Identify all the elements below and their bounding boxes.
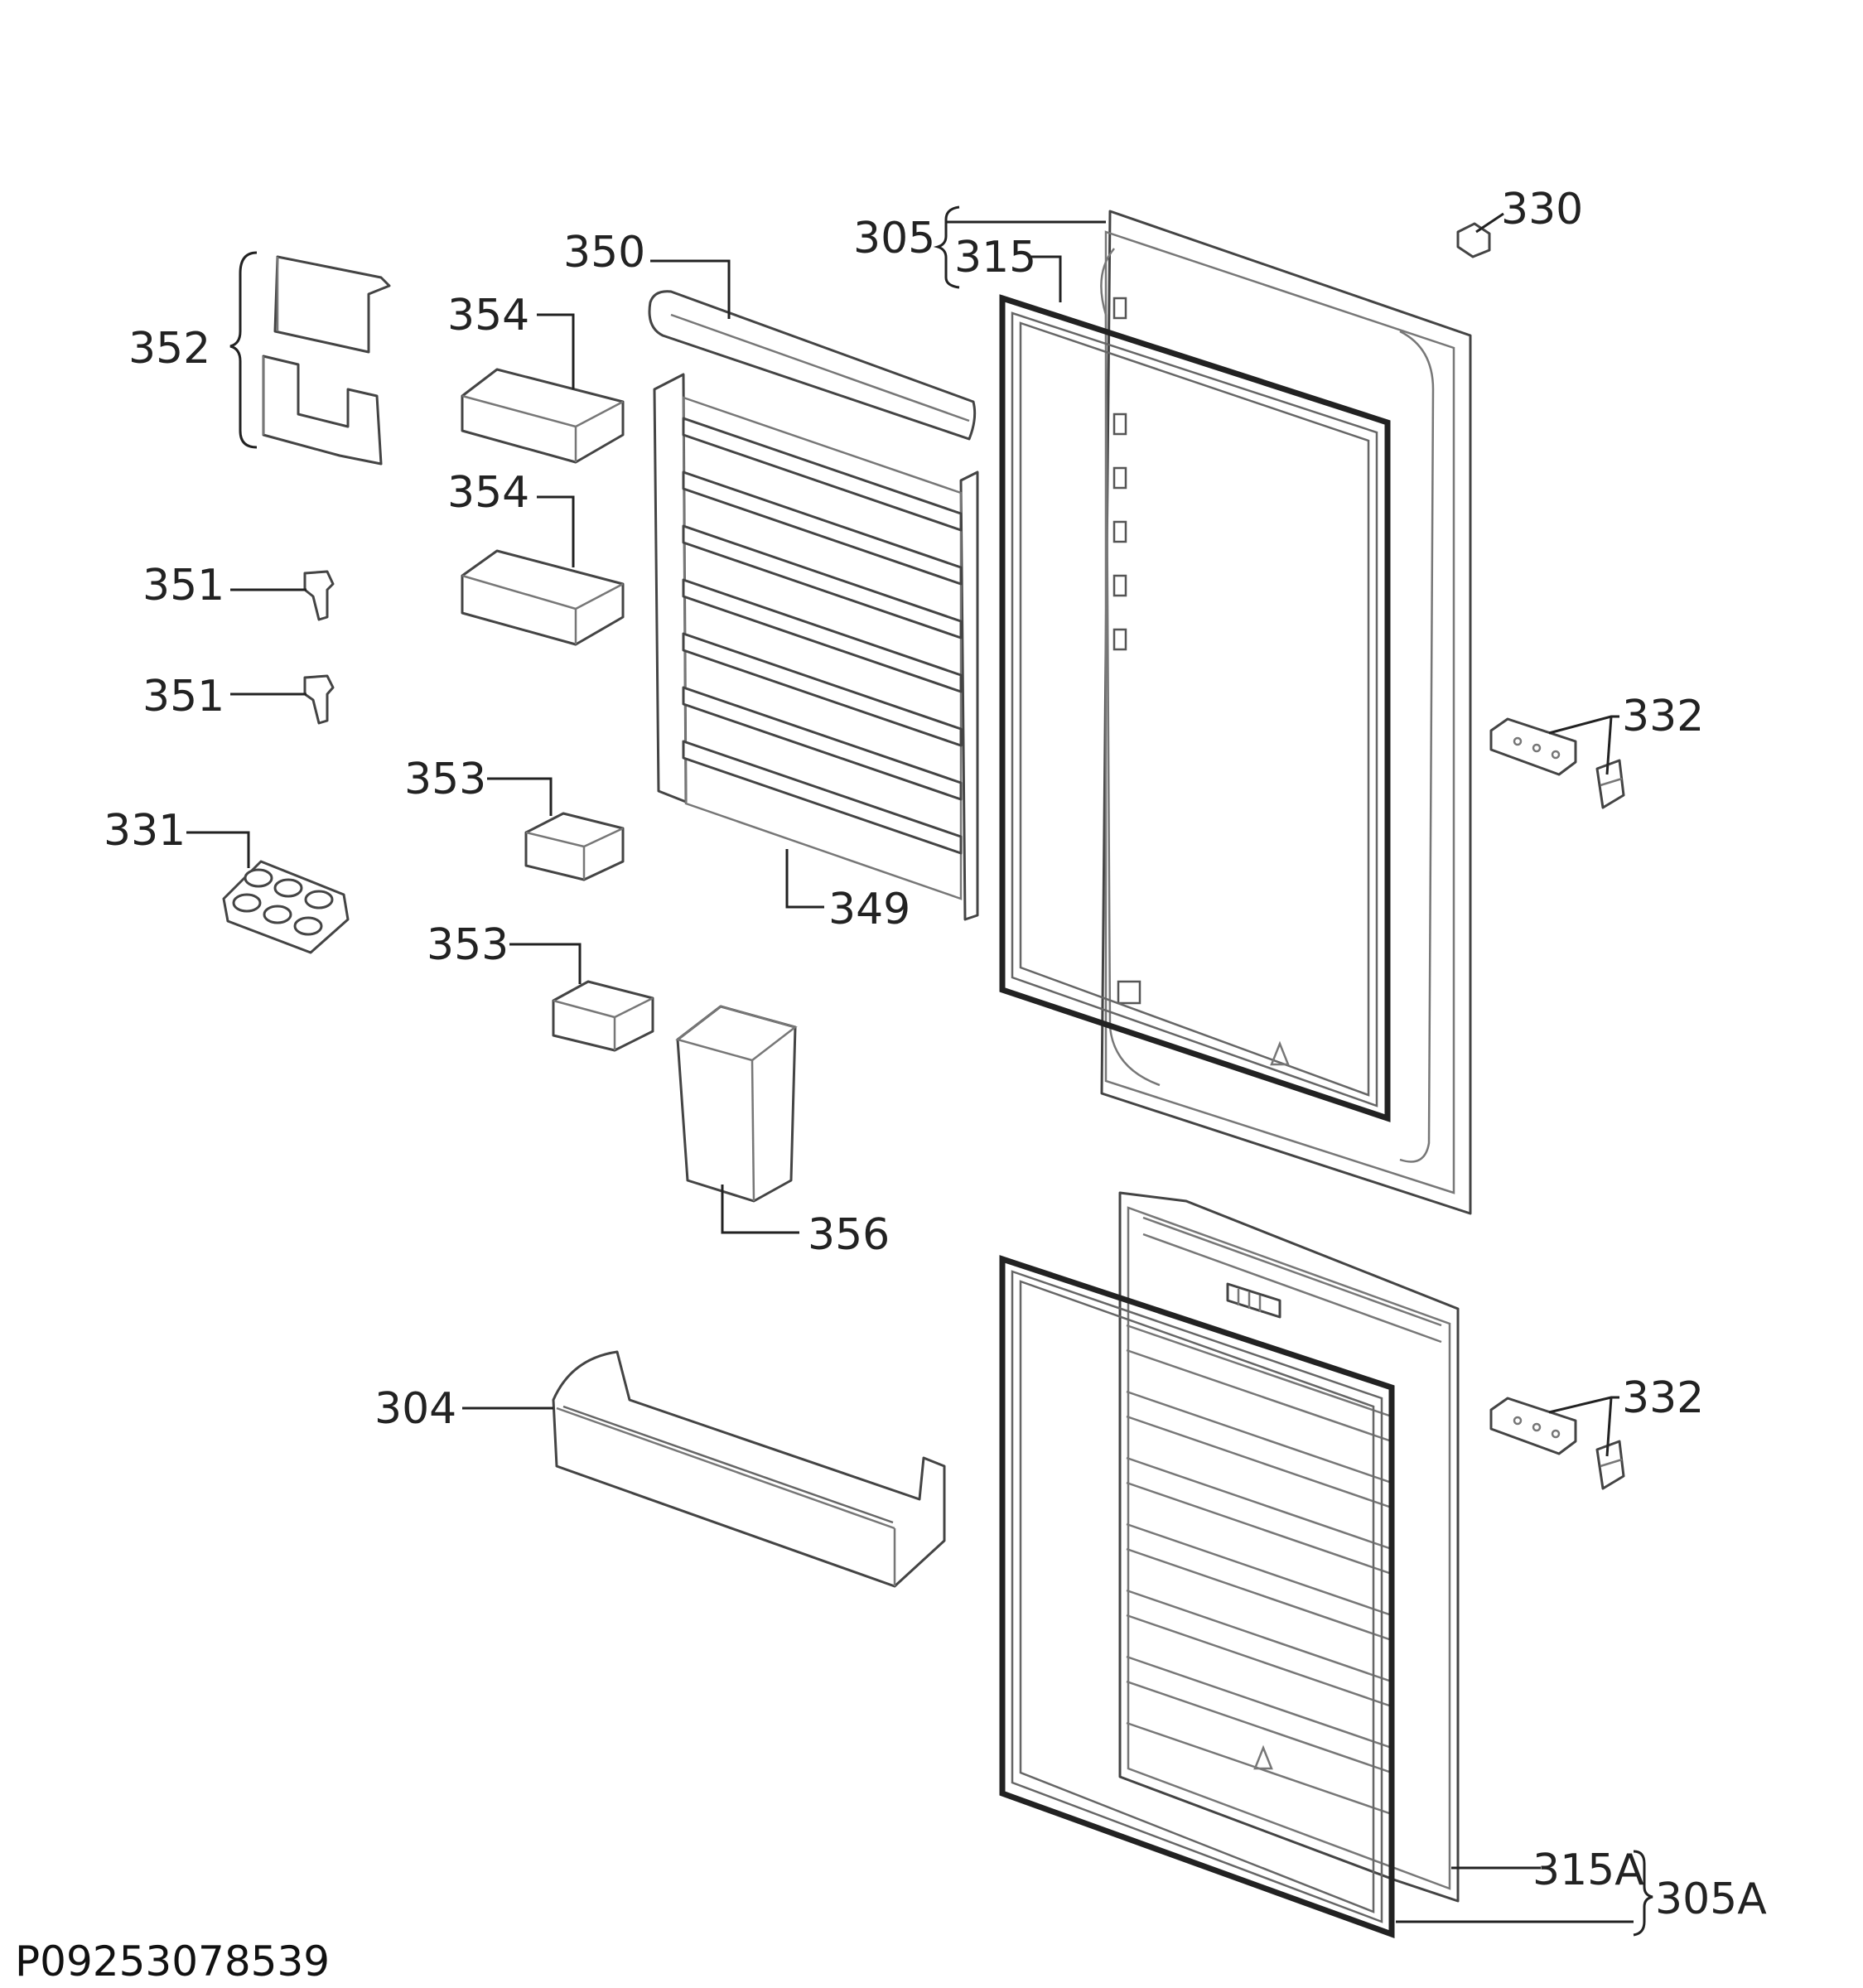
part-labels: 352 354 354 350 305 315 330 351 351 332 … (104, 185, 1767, 1924)
label-354-upper: 354 (447, 291, 529, 340)
door-slot (1112, 520, 1127, 543)
door-slot (1112, 628, 1127, 651)
shelf-slats (682, 417, 963, 855)
label-315: 315 (954, 233, 1036, 282)
freezer-door-slats (1126, 1324, 1392, 1816)
label-351-lower: 351 (142, 672, 224, 721)
lower-door-panel (1118, 1191, 1460, 1903)
label-332-upper: 332 (1622, 692, 1704, 741)
label-354-lower: 354 (447, 468, 529, 518)
label-350: 350 (563, 228, 645, 277)
door-slot (1112, 574, 1127, 597)
part-354-box-upper (461, 368, 625, 464)
part-353-box-upper (524, 812, 625, 881)
label-353-lower: 353 (427, 920, 509, 970)
part-353-box-lower (552, 980, 654, 1052)
label-353-upper: 353 (404, 755, 486, 804)
drawing-code: P09253078539 (15, 1937, 330, 1986)
door-slot (1112, 466, 1127, 490)
lower-door-assembly (999, 1191, 1460, 1938)
part-356-cup (675, 1005, 798, 1203)
part-351-pin-upper (303, 570, 335, 621)
label-331: 331 (104, 806, 186, 856)
label-356: 356 (808, 1210, 890, 1260)
label-351-upper: 351 (142, 561, 224, 610)
part-351-pin-lower (303, 674, 335, 725)
lower-door-gasket (999, 1255, 1395, 1938)
part-304-door-bin (552, 1350, 946, 1588)
part-349-shelf-frame (653, 373, 979, 921)
label-304: 304 (374, 1384, 456, 1434)
part-332-hinge-lower (1489, 1397, 1625, 1490)
upper-door-assembly (999, 210, 1472, 1215)
leader-lines (186, 205, 1653, 1937)
label-332-lower: 332 (1622, 1373, 1704, 1423)
label-349: 349 (828, 885, 910, 934)
part-354-box-lower (461, 549, 625, 646)
door-slot (1117, 980, 1141, 1005)
part-332-hinge-upper (1489, 717, 1625, 809)
part-350-rail (648, 290, 977, 441)
label-352: 352 (128, 324, 210, 374)
upper-door-panel (1100, 210, 1472, 1215)
label-330: 330 (1501, 185, 1583, 234)
control-display (1226, 1282, 1281, 1319)
upper-door-gasket (999, 294, 1391, 1122)
part-330-clip (1456, 222, 1491, 258)
door-slot (1112, 297, 1127, 320)
label-315A: 315A (1532, 1846, 1644, 1895)
part-331-egg-tray (222, 860, 350, 954)
label-305: 305 (853, 214, 935, 263)
part-352-dairy-compartment (262, 255, 391, 466)
label-305A: 305A (1655, 1875, 1767, 1924)
door-slot (1112, 413, 1127, 436)
